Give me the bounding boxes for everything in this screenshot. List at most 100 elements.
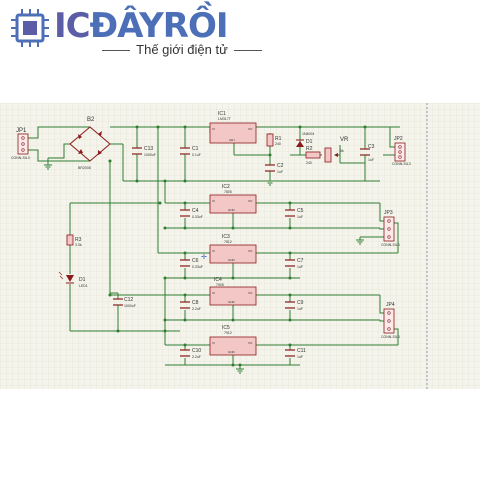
resistor-r1[interactable]: R1 240 (266, 133, 282, 147)
ic5-pin-gnd: GND (228, 350, 236, 354)
r1-label: R1 (275, 136, 282, 142)
ic3-pin-gnd: GND (228, 258, 236, 262)
c1-value: 0.1uF (192, 153, 201, 157)
regulator-ic4[interactable]: VI VO GND IC4 7905 (209, 277, 257, 306)
ic4-label: IC4 (214, 277, 222, 283)
regulator-ic5[interactable]: VI VO GND IC5 7912 (209, 325, 257, 356)
c8-label: C8 (192, 300, 199, 306)
diode-d1-top[interactable]: D1 1N4004 (296, 132, 314, 147)
capacitor-c3[interactable]: C3 1uF (360, 144, 375, 162)
c5-label: C5 (297, 208, 304, 214)
ic3-pin-vo: VO (248, 249, 253, 253)
junction-dots (108, 125, 367, 367)
capacitor-c1[interactable]: C1 0.1uF (180, 146, 201, 158)
schematic-canvas[interactable]: JP1 CONN-SIL3 B2 BR2008 C13 1000uF C1 0.… (0, 103, 480, 389)
d1-sub-label: LED1 (79, 284, 88, 288)
c9-label: C9 (297, 300, 304, 306)
tagline-dash-left (102, 50, 131, 52)
tagline-text: Thế giới điện tử (136, 42, 228, 57)
regulator-ic3[interactable]: VI VO GND IC3 7812 (209, 234, 257, 264)
resistor-r2[interactable]: R2 240 (305, 146, 321, 165)
c12-value: 1000uF (124, 304, 136, 308)
connector-jp3[interactable]: JP3 CONN-SIL3 (381, 210, 400, 247)
c6-label: C6 (192, 258, 199, 264)
resistor-r3[interactable]: R3 3.3k (66, 234, 82, 247)
capacitor-c7[interactable]: C7 1uF (285, 258, 304, 269)
jp2-sub-label: CONN-SIL3 (392, 162, 411, 166)
jp1-label: JP1 (16, 128, 27, 134)
c7-label: C7 (297, 258, 304, 264)
ic2-pin-vo: VO (248, 199, 253, 203)
c13-value: 1000uF (144, 153, 156, 157)
ic2-pin-vi: VI (212, 199, 215, 203)
vr-label: VR (340, 137, 349, 143)
r3-value: 3.3k (75, 243, 82, 247)
connector-jp2[interactable]: JP2 CONN-SIL3 (392, 136, 411, 166)
c7-value: 1uF (297, 265, 303, 269)
connector-jp4[interactable]: JP4 CONN-SIL3 (381, 302, 400, 339)
b2-sub-label: BR2008 (78, 166, 91, 170)
brand-part-dayroi: ĐÂYRỒI (89, 6, 229, 46)
r2-label: R2 (306, 146, 313, 152)
vr-value: 5k (340, 149, 344, 153)
c10-value: 2.2uF (192, 355, 201, 359)
ic1-label: IC1 (218, 111, 226, 117)
c12-label: C12 (124, 297, 133, 303)
ic5-pin-vo: VO (248, 341, 253, 345)
capacitor-c6[interactable]: C6 0.33uF ✛ (180, 253, 207, 269)
capacitor-c5[interactable]: C5 1uF (285, 208, 304, 219)
c4-value: 0.33uF (192, 215, 203, 219)
led-d1[interactable]: D1 LED1 (58, 271, 88, 288)
ic4-sub-label: 7905 (216, 283, 224, 287)
capacitor-c10[interactable]: C10 2.2uF (180, 348, 201, 359)
capacitor-c11[interactable]: C11 1uF (285, 348, 306, 359)
regulator-ic1[interactable]: VI VO ADJ IC1 LM317T (209, 111, 257, 144)
capacitor-c8[interactable]: C8 2.2uF (180, 300, 201, 311)
regulator-ic2[interactable]: VI VO GND IC2 7805 (209, 184, 257, 214)
capacitor-c4[interactable]: C4 0.33uF (180, 208, 203, 219)
c13-label: C13 (144, 146, 153, 152)
ic1-pin-adj: ADJ (229, 138, 235, 142)
jp3-sub-label: CONN-SIL3 (381, 243, 400, 247)
bridge-rectifier-b2[interactable]: B2 BR2008 (69, 117, 111, 170)
ground-symbols (44, 164, 364, 374)
ic3-sub-label: 7812 (224, 240, 232, 244)
jp1-sub-label: CONN-SIL3 (11, 156, 30, 160)
b2-label: B2 (87, 117, 95, 123)
capacitor-c13[interactable]: C13 1000uF (132, 146, 156, 158)
c11-label: C11 (297, 348, 306, 354)
ic4-pin-gnd: GND (228, 300, 236, 304)
potentiometer-vr[interactable]: VR 5k (324, 137, 349, 163)
ic1-pin-vi: VI (212, 127, 215, 131)
chip-icon (11, 9, 49, 47)
c6-value: 0.33uF (192, 265, 203, 269)
c10-label: C10 (192, 348, 201, 354)
c11-value: 1uF (297, 355, 303, 359)
ic3-pin-vi: VI (212, 249, 215, 253)
capacitor-c12[interactable]: C12 1000uF (113, 297, 136, 308)
ic4-pin-vo: VO (248, 291, 253, 295)
c5-value: 1uF (297, 215, 303, 219)
d1-label: D1 (79, 277, 86, 283)
tagline: Thế giới điện tử (62, 42, 302, 58)
brand-part-ic: IC (54, 6, 91, 46)
ic2-sub-label: 7805 (224, 190, 232, 194)
c3-value: 1uF (368, 158, 374, 162)
c9-value: 1uF (297, 307, 303, 311)
jp4-label: JP4 (386, 302, 395, 308)
c3-label: C3 (368, 144, 375, 150)
ic5-label: IC5 (222, 325, 230, 331)
cursor-cross-icon: ✛ (201, 253, 207, 261)
c4-label: C4 (192, 208, 199, 214)
capacitor-c9[interactable]: C9 1uF (285, 300, 304, 311)
c1-label: C1 (192, 146, 199, 152)
ic2-label: IC2 (222, 184, 230, 190)
ic5-pin-vi: VI (212, 341, 215, 345)
brand-name: ICĐÂYRỒI (54, 6, 229, 46)
tagline-dash-right (233, 50, 262, 52)
connector-jp1[interactable]: JP1 CONN-SIL3 (11, 128, 30, 160)
capacitor-c2[interactable]: C2 1uF (265, 163, 284, 174)
jp4-sub-label: CONN-SIL3 (381, 335, 400, 339)
ic1-sub-label: LM317T (218, 117, 232, 121)
c2-value: 1uF (277, 170, 283, 174)
